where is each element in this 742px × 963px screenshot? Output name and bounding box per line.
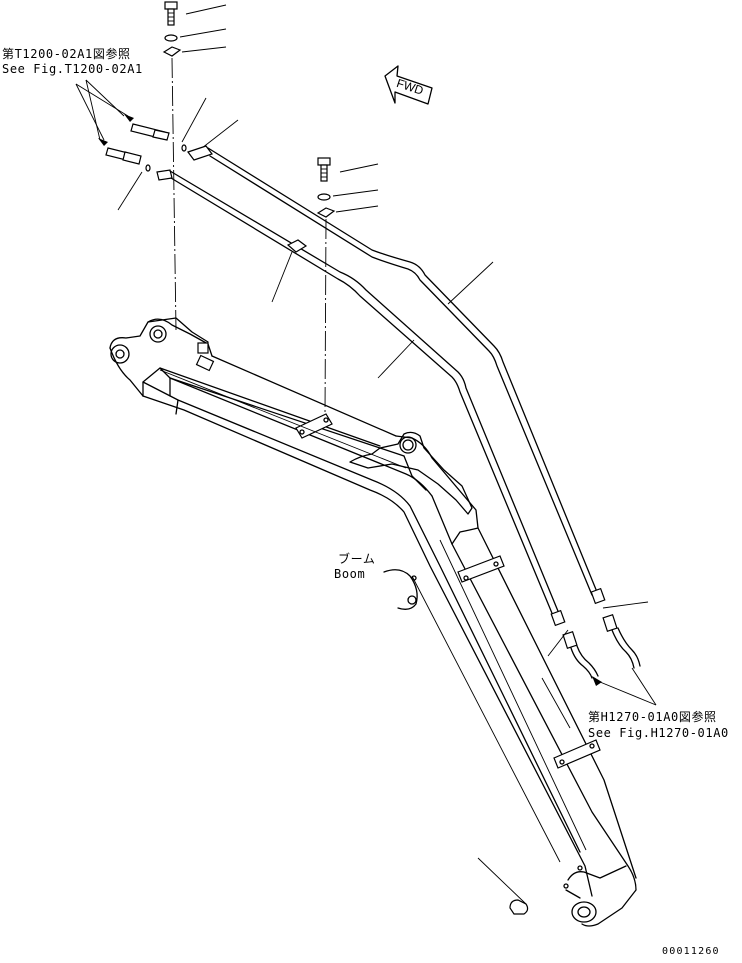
drawing-number: 00011260 <box>662 946 720 957</box>
fwd-arrow: FWD <box>384 65 433 105</box>
fitting-lower-left <box>98 138 151 172</box>
pipe-lower <box>156 169 566 627</box>
boom <box>109 317 637 927</box>
boom-label-en: Boom <box>334 567 366 581</box>
bolt-top-left <box>164 1 227 26</box>
ref-bottom-right-jp: 第H1270-01A0図参照 <box>588 710 717 724</box>
pipe-clamp-lower <box>271 239 308 303</box>
bolt-top-center <box>317 157 379 182</box>
ref-bottom-right-en: See Fig.H1270-01A0 <box>588 726 729 740</box>
washer-top-center <box>317 189 379 201</box>
grease-fitting <box>477 857 529 915</box>
pipe-upper <box>187 145 606 605</box>
clamp-top-center <box>316 205 379 218</box>
ref-top-left-en: See Fig.T1200-02A1 <box>2 62 143 76</box>
hose-left <box>562 631 602 686</box>
ref-top-left-jp: 第T1200-02A1図参照 <box>2 47 131 61</box>
hose-right <box>602 614 641 669</box>
washer-top-left <box>164 28 227 42</box>
fwd-arrow-label: FWD <box>395 76 426 98</box>
fitting-upper-left <box>124 114 187 152</box>
boom-label-jp: ブーム <box>338 552 376 566</box>
clamp-top-left <box>162 46 227 57</box>
